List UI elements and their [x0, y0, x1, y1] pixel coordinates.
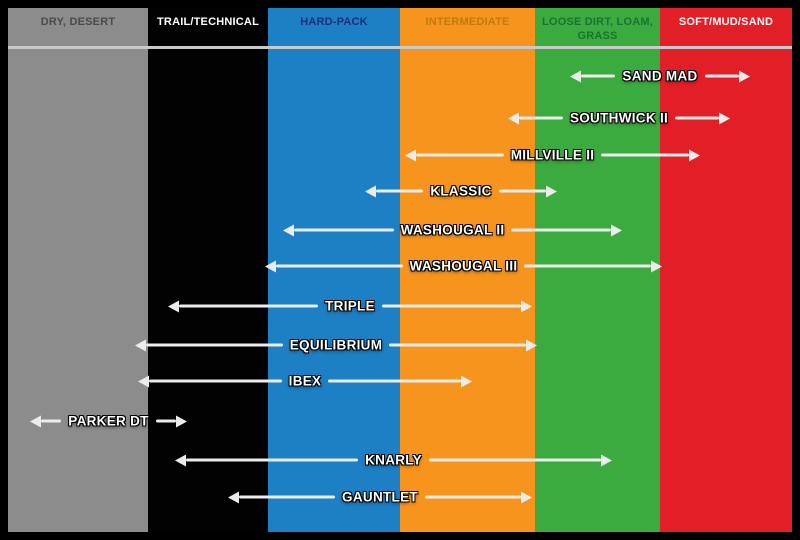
arrow-line — [704, 74, 739, 78]
arrow-line — [389, 343, 527, 347]
arrow-line — [149, 379, 282, 383]
arrowhead-right-icon — [461, 375, 472, 387]
arrow-line — [601, 153, 689, 157]
arrow-line — [511, 228, 612, 232]
tire-range-equilibrium: EQUILIBRIUM — [135, 337, 538, 353]
tire-label: KLASSIC — [430, 183, 492, 199]
tire-label: WASHOUGAL III — [409, 258, 518, 274]
arrowhead-right-icon — [611, 224, 623, 236]
tire-range-washougal-ii: WASHOUGAL II — [283, 222, 623, 238]
column-header: HARD-PACK — [300, 16, 368, 28]
column-header: TRAIL/TECHNICAL — [157, 16, 259, 28]
arrow-line — [179, 304, 319, 308]
arrow-line — [155, 419, 177, 423]
arrowhead-right-icon — [651, 260, 662, 272]
arrowhead-left-icon — [365, 185, 376, 197]
arrow-line — [328, 379, 461, 383]
arrowhead-right-icon — [601, 454, 612, 466]
arrow-line — [376, 189, 424, 193]
tire-range-triple: TRIPLE — [168, 299, 532, 314]
arrowhead-right-icon — [176, 415, 188, 427]
terrain-column-trail-technical: TRAIL/TECHNICAL — [148, 8, 268, 532]
arrowhead-right-icon — [521, 300, 532, 312]
tire-range-knarly: KNARLY — [175, 453, 612, 468]
arrow-line — [294, 228, 394, 232]
arrow-line — [416, 153, 504, 157]
tire-label: KNARLY — [365, 452, 422, 468]
tire-range-klassic: KLASSIC — [365, 183, 558, 199]
terrain-column-intermediate: INTERMEDIATE — [400, 8, 535, 532]
header-divider — [8, 46, 792, 49]
column-header: DRY, DESERT — [40, 16, 116, 28]
tire-range-washougal-iii: WASHOUGAL III — [265, 259, 662, 274]
terrain-column-soft-mud-sand: SOFT/MUD/SAND — [660, 8, 792, 532]
arrow-line — [146, 343, 283, 347]
terrain-column-loose-dirt-loam-grass: LOOSE DIRT, LOAM, GRASS — [535, 8, 660, 532]
arrowhead-left-icon — [168, 300, 179, 312]
arrowhead-left-icon — [283, 224, 294, 236]
column-header: SOFT/MUD/SAND — [678, 16, 774, 28]
arrowhead-right-icon — [719, 112, 730, 124]
arrowhead-left-icon — [135, 339, 146, 351]
arrowhead-right-icon — [739, 70, 750, 82]
arrowhead-left-icon — [405, 149, 416, 161]
arrow-line — [239, 495, 336, 499]
arrow-line — [41, 419, 62, 423]
tire-label: IBEX — [288, 373, 322, 389]
tire-range-millville-ii: MILLVILLE II — [405, 148, 700, 163]
tire-label: WASHOUGAL II — [400, 222, 505, 238]
arrow-line — [276, 264, 403, 268]
arrow-line — [428, 458, 601, 462]
arrowhead-left-icon — [570, 70, 581, 82]
arrow-line — [498, 189, 547, 193]
arrowhead-left-icon — [30, 415, 41, 427]
tire-terrain-chart: DRY, DESERT TRAIL/TECHNICAL HARD-PACK INTER… — [8, 8, 792, 532]
arrow-line — [524, 264, 651, 268]
terrain-column-dry-desert: DRY, DESERT — [8, 8, 148, 532]
arrow-line — [675, 116, 719, 120]
column-header: LOOSE DIRT, LOAM, GRASS — [542, 16, 653, 43]
arrow-line — [519, 116, 563, 120]
tire-label: TRIPLE — [325, 298, 375, 314]
tire-range-ibex: IBEX — [138, 374, 472, 389]
tire-range-sand-mad: SAND MAD — [570, 69, 750, 84]
tire-label: SAND MAD — [622, 68, 698, 84]
arrowhead-left-icon — [228, 491, 239, 503]
arrowhead-right-icon — [526, 339, 538, 351]
tire-label: GAUNTLET — [342, 489, 418, 505]
arrowhead-left-icon — [265, 260, 276, 272]
tire-label: PARKER DT — [68, 413, 149, 429]
tire-range-gauntlet: GAUNTLET — [228, 490, 532, 505]
terrain-column-hard-pack: HARD-PACK — [268, 8, 400, 532]
arrow-line — [381, 304, 521, 308]
column-header: INTERMEDIATE — [425, 16, 510, 28]
arrowhead-left-icon — [138, 375, 149, 387]
tire-label: EQUILIBRIUM — [289, 337, 383, 353]
tire-range-southwick-ii: SOUTHWICK II — [508, 111, 730, 126]
arrowhead-right-icon — [546, 185, 558, 197]
arrowhead-right-icon — [521, 491, 532, 503]
arrow-line — [424, 495, 521, 499]
arrow-line — [186, 458, 359, 462]
arrowhead-left-icon — [175, 454, 186, 466]
arrow-line — [581, 74, 616, 78]
tire-label: SOUTHWICK II — [569, 110, 669, 126]
tire-label: MILLVILLE II — [510, 147, 595, 163]
arrowhead-right-icon — [689, 149, 700, 161]
arrowhead-left-icon — [508, 112, 519, 124]
tire-range-parker-dt: PARKER DT — [30, 413, 188, 429]
